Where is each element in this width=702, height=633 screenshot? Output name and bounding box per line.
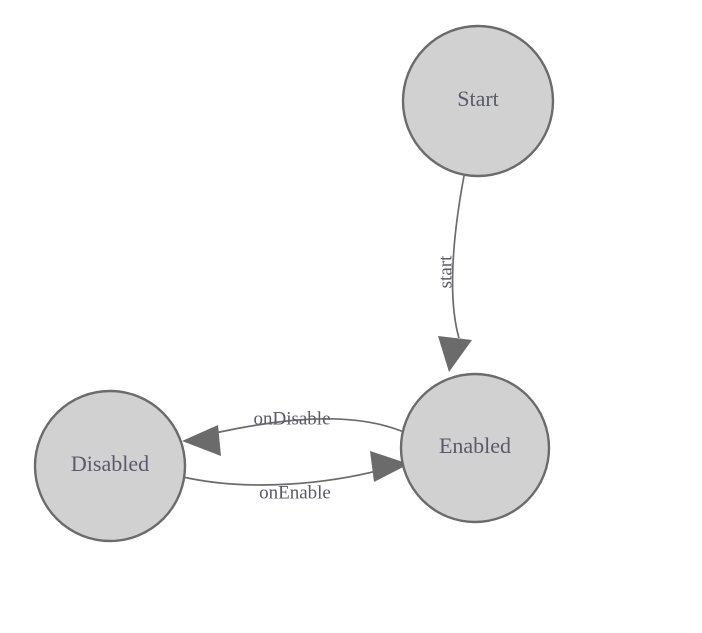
edge-label-start: start [435,255,456,288]
node-disabled[interactable]: Disabled [33,389,187,543]
edge-start-to-enabled[interactable]: start [435,175,472,372]
node-enabled[interactable]: Enabled [399,372,551,524]
edge-enabled-to-disabled[interactable]: onDisable [182,408,405,456]
edge-disabled-to-enabled[interactable]: onEnable [182,451,409,503]
node-start[interactable]: Start [401,24,555,178]
node-enabled-label: Enabled [439,433,511,458]
edge-path-start-to-enabled [451,175,465,339]
node-start-circle [401,24,555,178]
node-disabled-label: Disabled [71,451,149,476]
node-enabled-circle [399,372,551,524]
edge-path-disabled-to-enabled [182,467,389,486]
node-disabled-circle [33,389,187,543]
node-start-label: Start [457,86,499,111]
edge-label-ondisable: onDisable [253,408,330,429]
arrowhead-enabled-to-disabled [182,425,221,456]
edge-label-onenable: onEnable [259,482,331,503]
arrowhead-start-to-enabled [438,336,472,372]
arrowhead-disabled-to-enabled [370,451,409,482]
